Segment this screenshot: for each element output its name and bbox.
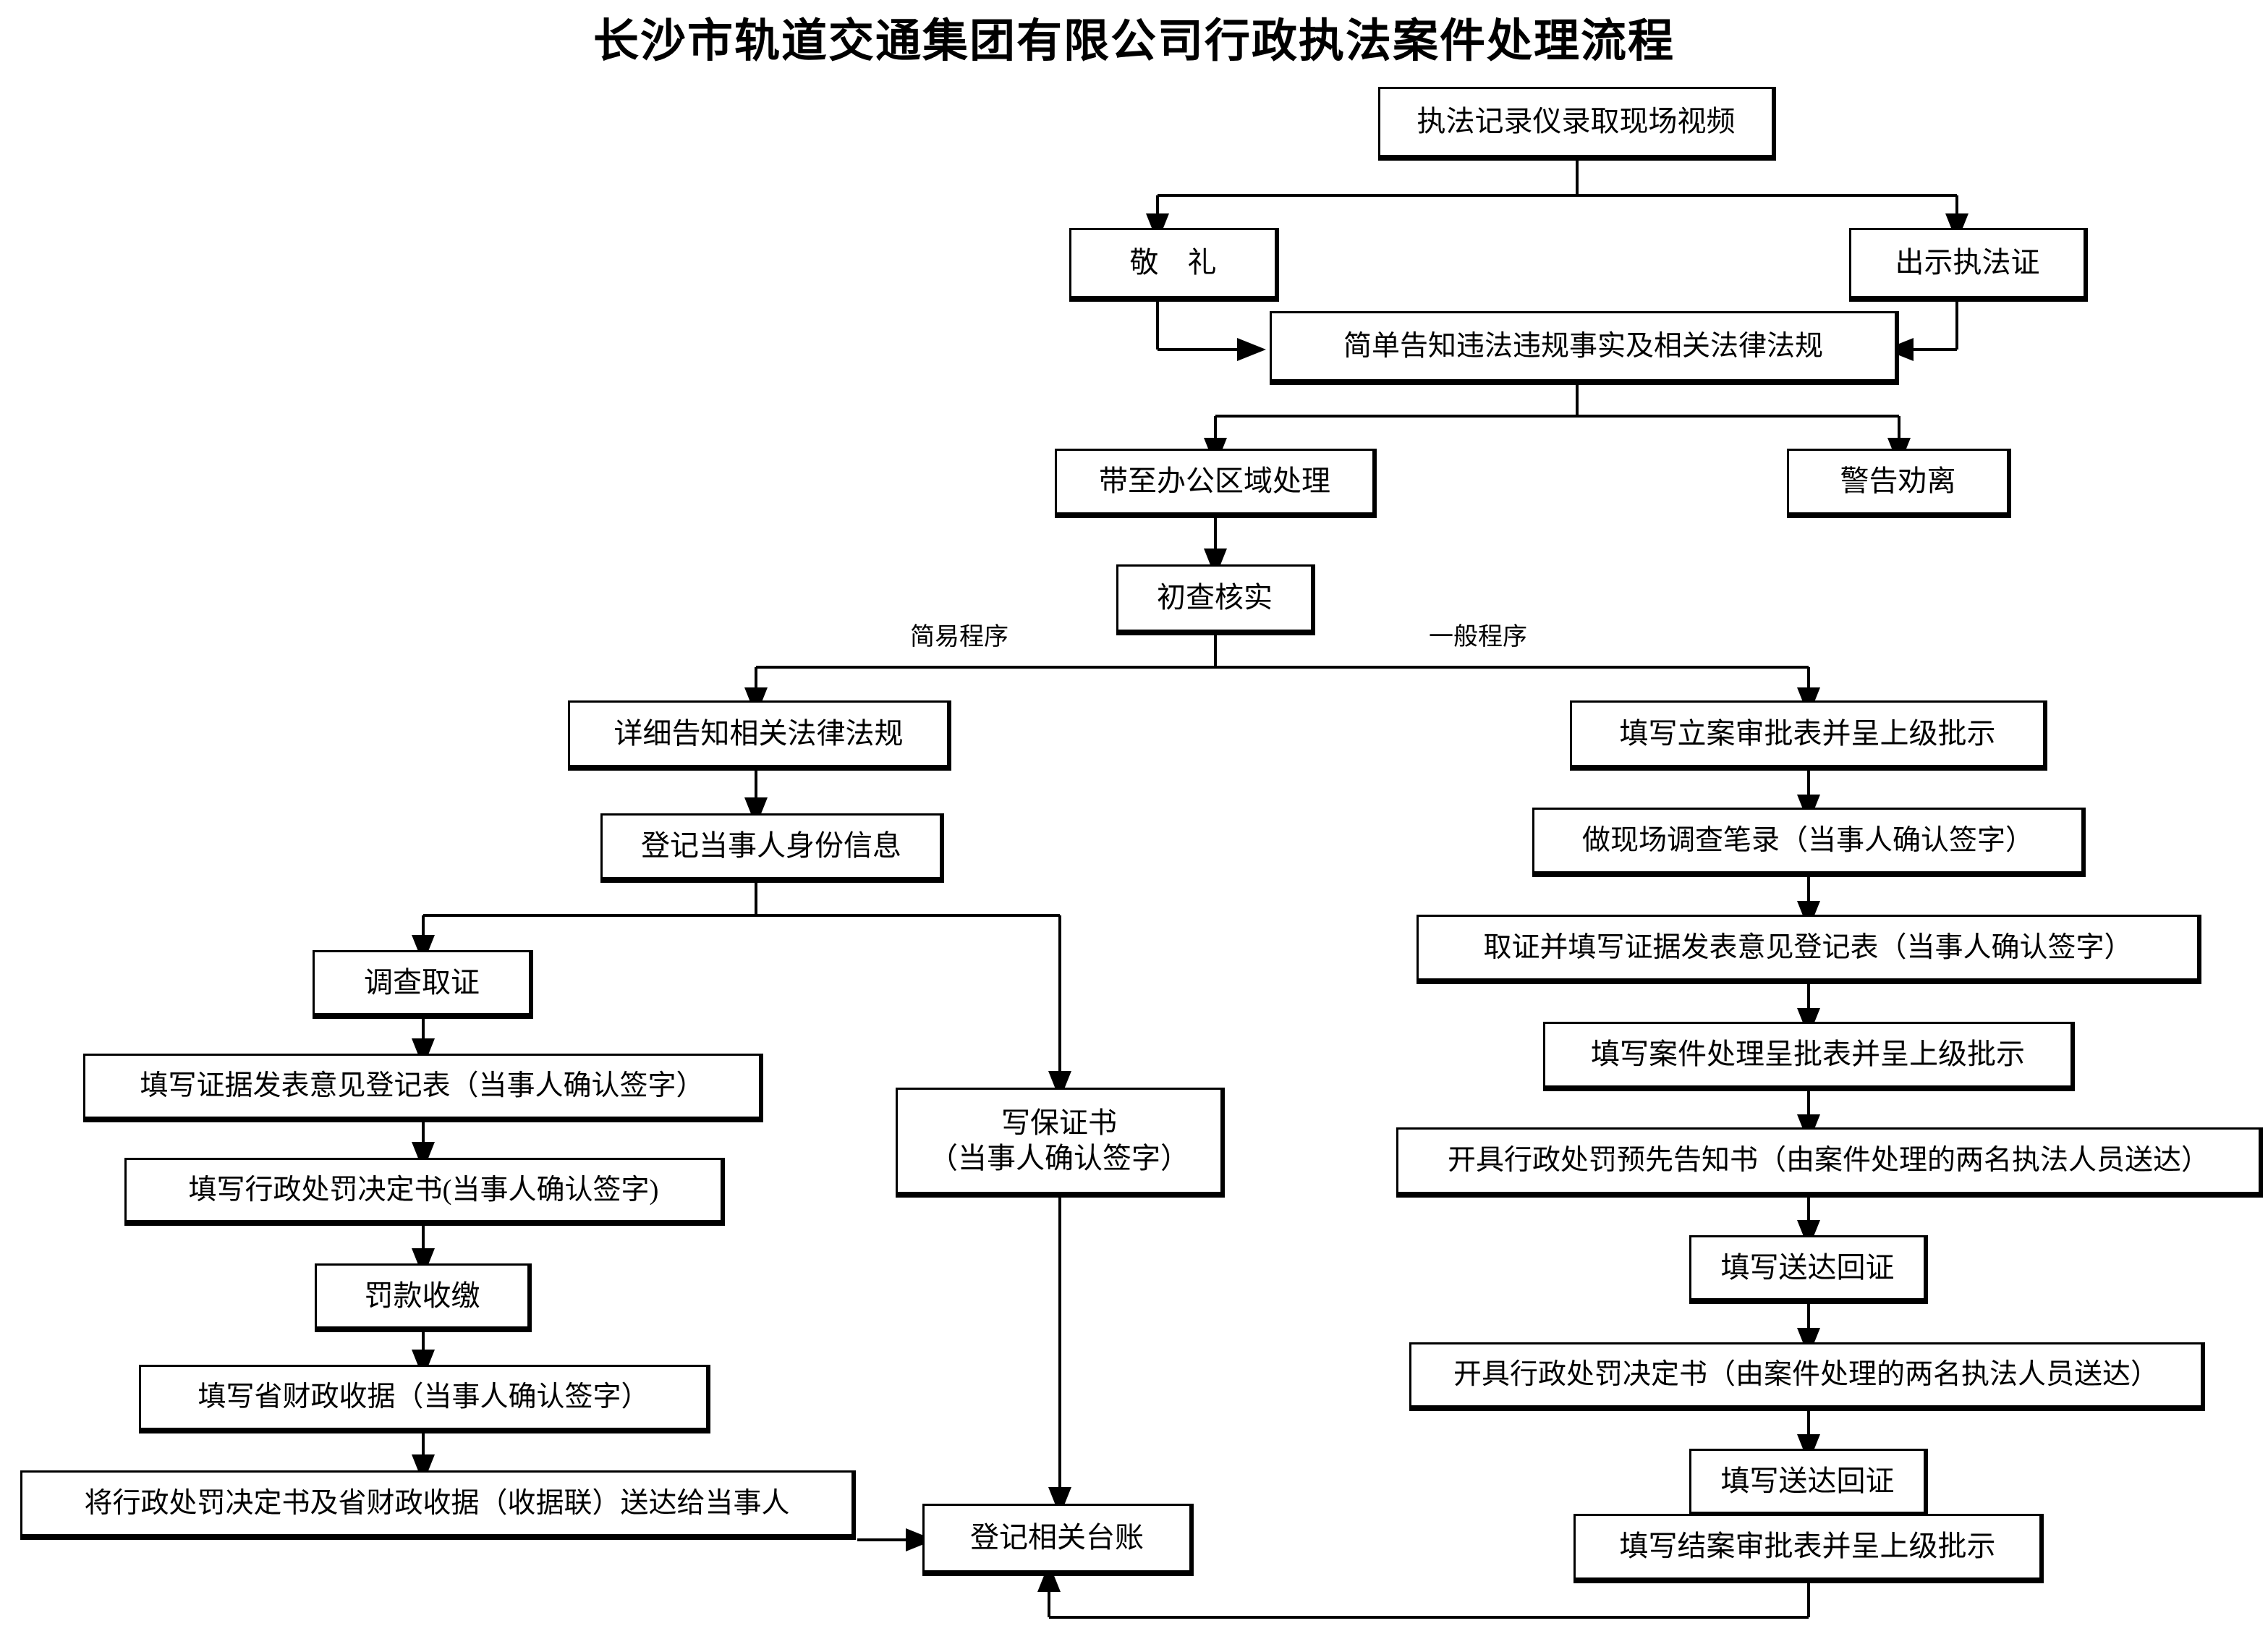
node-case-submit[interactable]: 填写案件处理呈批表并呈上级批示	[1543, 1022, 2075, 1091]
node-label: 简单告知违法违规事实及相关法律法规	[1343, 330, 1823, 362]
page-title: 长沙市轨道交通集团有限公司行政执法案件处理流程	[593, 16, 1675, 67]
node-label: 填写证据发表意见登记表（当事人确认签字）	[140, 1070, 705, 1102]
node-label: 详细告知相关法律法规	[613, 716, 904, 750]
node-register-identity[interactable]: 登记当事人身份信息	[600, 813, 944, 883]
node-label: 填写结案审批表并呈上级批示	[1619, 1530, 1996, 1563]
node-label: 登记当事人身份信息	[641, 829, 901, 863]
node-label: 登记相关台账	[970, 1521, 1144, 1554]
node-label: 写保证书 （当事人确认签字）	[929, 1106, 1189, 1174]
node-label: 取证并填写证据发表意见登记表（当事人确认签字）	[1483, 931, 2133, 963]
node-record-video[interactable]: 执法记录仪录取现场视频	[1378, 87, 1776, 161]
node-show-credential[interactable]: 出示执法证	[1849, 228, 2088, 302]
node-label: 填写送达回证	[1720, 1250, 1895, 1284]
node-warn-dismiss[interactable]: 警告劝离	[1787, 449, 2011, 518]
node-label: 做现场调查笔录（当事人确认签字）	[1581, 824, 2034, 856]
node-investigate[interactable]: 调查取证	[313, 950, 533, 1019]
node-finance-receipt[interactable]: 填写省财政收据（当事人确认签字）	[139, 1365, 710, 1433]
node-initial-check[interactable]: 初查核实	[1116, 564, 1315, 635]
node-brief-notice[interactable]: 简单告知违法违规事实及相关法律法规	[1270, 311, 1899, 385]
node-penalty-decision[interactable]: 填写行政处罚决定书(当事人确认签字)	[124, 1158, 725, 1226]
node-label: 填写案件处理呈批表并呈上级批示	[1591, 1038, 2025, 1071]
node-register-ledger[interactable]: 登记相关台账	[922, 1504, 1194, 1576]
edge-label-simple-procedure: 简易程序	[910, 624, 1008, 651]
node-label: 出示执法证	[1895, 246, 2040, 279]
node-close-approval[interactable]: 填写结案审批表并呈上级批示	[1573, 1514, 2044, 1583]
node-deliver-to-party[interactable]: 将行政处罚决定书及省财政收据（收据联）送达给当事人	[20, 1470, 856, 1540]
edge-label-general-procedure: 一般程序	[1429, 624, 1527, 651]
node-label: 填写送达回证	[1720, 1464, 1895, 1497]
node-write-guarantee[interactable]: 写保证书 （当事人确认签字）	[896, 1088, 1225, 1198]
node-label: 开具行政处罚预先告知书（由案件处理的两名执法人员送达）	[1447, 1145, 2209, 1177]
node-collect-evidence[interactable]: 取证并填写证据发表意见登记表（当事人确认签字）	[1417, 915, 2201, 984]
node-pre-notice[interactable]: 开具行政处罚预先告知书（由案件处理的两名执法人员送达）	[1396, 1127, 2263, 1198]
node-detail-notice[interactable]: 详细告知相关法律法规	[568, 700, 951, 771]
node-delivery-receipt-1[interactable]: 填写送达回证	[1689, 1235, 1928, 1304]
node-delivery-receipt-2[interactable]: 填写送达回证	[1689, 1449, 1928, 1517]
node-label: 开具行政处罚决定书（由案件处理的两名执法人员送达）	[1453, 1359, 2159, 1391]
node-site-record[interactable]: 做现场调查笔录（当事人确认签字）	[1532, 808, 2086, 877]
node-salute[interactable]: 敬 礼	[1069, 228, 1279, 302]
node-case-approval[interactable]: 填写立案审批表并呈上级批示	[1570, 700, 2047, 771]
node-label: 填写省财政收据（当事人确认签字）	[198, 1381, 650, 1413]
node-label: 填写行政处罚决定书(当事人确认签字)	[188, 1174, 659, 1206]
node-label: 将行政处罚决定书及省财政收据（收据联）送达给当事人	[84, 1487, 790, 1519]
node-label: 罚款收缴	[364, 1279, 480, 1312]
node-label: 警告劝离	[1840, 465, 1956, 498]
node-evidence-form[interactable]: 填写证据发表意见登记表（当事人确认签字）	[83, 1054, 763, 1122]
node-take-to-office[interactable]: 带至办公区域处理	[1055, 449, 1377, 518]
node-label: 执法记录仪录取现场视频	[1417, 105, 1736, 138]
node-label: 初查核实	[1157, 581, 1273, 614]
node-label: 调查取证	[364, 965, 480, 999]
node-label: 敬 礼	[1129, 246, 1217, 279]
node-label: 带至办公区域处理	[1099, 465, 1330, 498]
node-fine-collect[interactable]: 罚款收缴	[315, 1263, 532, 1332]
node-penalty-issue[interactable]: 开具行政处罚决定书（由案件处理的两名执法人员送达）	[1409, 1342, 2205, 1411]
node-label: 填写立案审批表并呈上级批示	[1619, 716, 1996, 750]
